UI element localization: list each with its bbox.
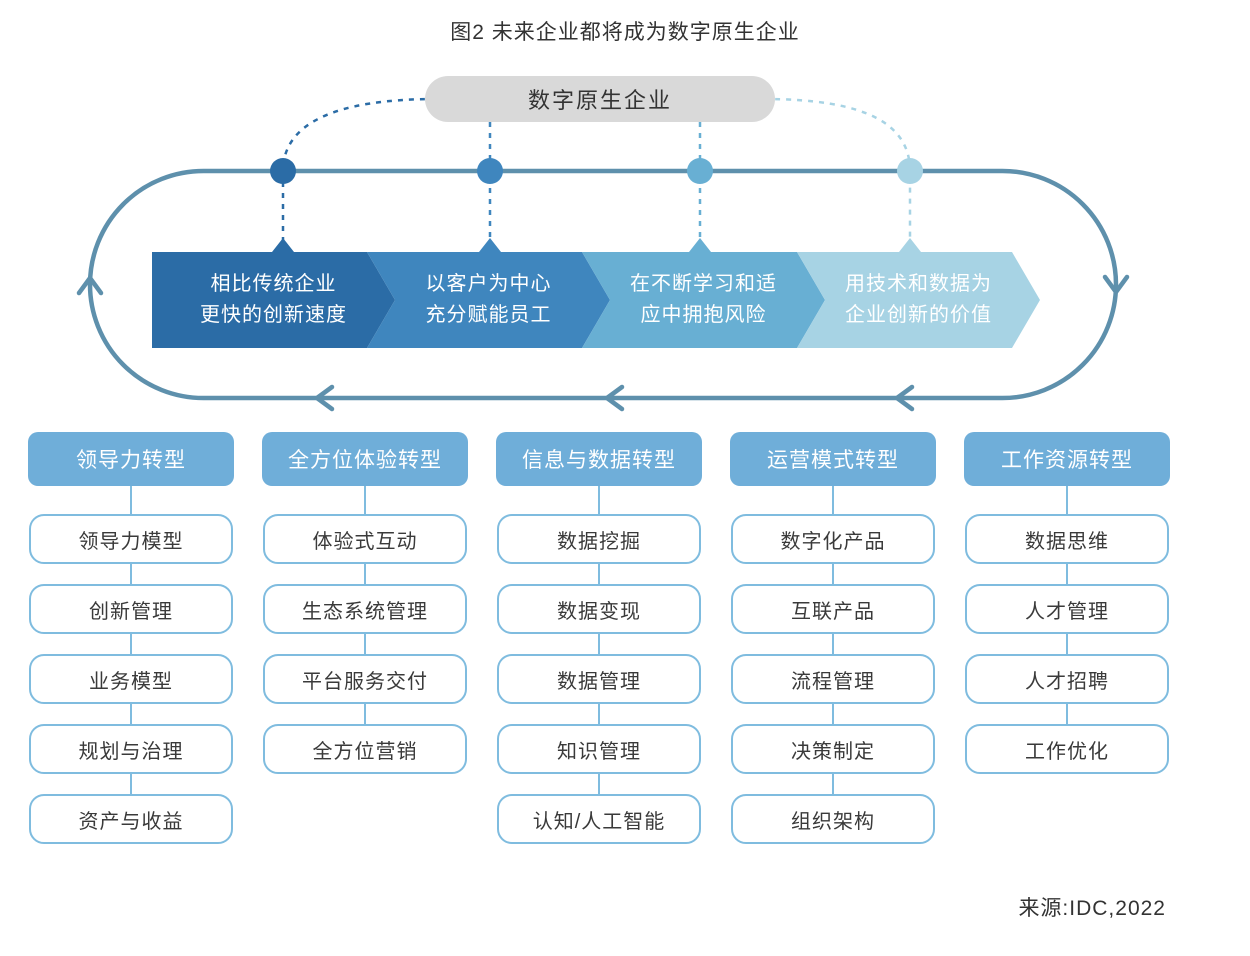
connector-line	[1066, 634, 1068, 654]
connector-line	[364, 564, 366, 584]
connector-line	[598, 486, 600, 514]
connector-line	[832, 704, 834, 724]
list-item: 决策制定	[731, 724, 935, 774]
stage-label: 相比传统企业 更快的创新速度	[152, 252, 395, 348]
column-operating-model-transformation: 运营模式转型 数字化产品 互联产品 流程管理 决策制定 组织架构	[730, 432, 936, 844]
source-note: 来源:IDC,2022	[1018, 897, 1166, 920]
list-item: 数据变现	[497, 584, 701, 634]
list-item: 数字化产品	[731, 514, 935, 564]
hub-pill-digital-native-enterprise: 数字原生企业	[425, 76, 775, 122]
connector-line	[598, 704, 600, 724]
connector-line	[1066, 704, 1068, 724]
stage-label-line1: 以客户为中心	[425, 273, 552, 295]
list-item: 人才招聘	[965, 654, 1169, 704]
stage-label: 用技术和数据为 企业创新的价值	[797, 252, 1040, 348]
column-header: 领导力转型	[28, 432, 234, 486]
list-item: 领导力模型	[29, 514, 233, 564]
column-header: 运营模式转型	[730, 432, 936, 486]
connector-line	[130, 704, 132, 724]
connector-line	[364, 704, 366, 724]
list-item: 资产与收益	[29, 794, 233, 844]
cycle-stage-customer-centric: 以客户为中心 充分赋能员工	[367, 238, 610, 348]
column-experience-transformation: 全方位体验转型 体验式互动 生态系统管理 平台服务交付 全方位营销	[262, 432, 468, 844]
cycle-stage-tech-data-value: 用技术和数据为 企业创新的价值	[797, 238, 1040, 348]
column-info-data-transformation: 信息与数据转型 数据挖掘 数据变现 数据管理 知识管理 认知/人工智能	[496, 432, 702, 844]
column-leadership-transformation: 领导力转型 领导力模型 创新管理 业务模型 规划与治理 资产与收益	[28, 432, 234, 844]
flow-arrow-up-icon	[76, 275, 104, 296]
stage-label-line1: 在不断学习和适	[630, 273, 777, 295]
list-item: 数据管理	[497, 654, 701, 704]
cycle-stage-embrace-risk: 在不断学习和适 应中拥抱风险	[582, 238, 825, 348]
list-item: 平台服务交付	[263, 654, 467, 704]
connector-line	[832, 634, 834, 654]
connector-line	[598, 564, 600, 584]
flow-arrow-left-icon	[314, 384, 335, 412]
list-item: 知识管理	[497, 724, 701, 774]
stage-label-line1: 相比传统企业	[210, 273, 337, 295]
stage-label-line1: 用技术和数据为	[845, 273, 992, 295]
connector-line	[364, 486, 366, 514]
list-item: 流程管理	[731, 654, 935, 704]
connector-line	[832, 564, 834, 584]
stage-label-line2: 应中拥抱风险	[640, 304, 767, 326]
connector-line	[832, 774, 834, 794]
list-item: 数据挖掘	[497, 514, 701, 564]
transformation-columns: 领导力转型 领导力模型 创新管理 业务模型 规划与治理 资产与收益 全方位体验转…	[28, 432, 1170, 844]
stage-dot	[687, 158, 713, 184]
hub-label: 数字原生企业	[527, 88, 672, 113]
list-item: 组织架构	[731, 794, 935, 844]
column-header: 工作资源转型	[964, 432, 1170, 486]
cycle-stage-innovation-speed: 相比传统企业 更快的创新速度	[152, 238, 395, 348]
stage-label-line2: 更快的创新速度	[200, 304, 347, 326]
list-item: 体验式互动	[263, 514, 467, 564]
stage-label: 以客户为中心 充分赋能员工	[367, 252, 610, 348]
list-item: 生态系统管理	[263, 584, 467, 634]
list-item: 工作优化	[965, 724, 1169, 774]
column-header: 全方位体验转型	[262, 432, 468, 486]
stage-dot	[270, 158, 296, 184]
connector-line	[130, 634, 132, 654]
flow-arrow-down-icon	[1102, 274, 1130, 295]
column-header: 信息与数据转型	[496, 432, 702, 486]
flow-arrow-left-icon	[894, 384, 915, 412]
stage-label: 在不断学习和适 应中拥抱风险	[582, 252, 825, 348]
list-item: 互联产品	[731, 584, 935, 634]
connector-line	[1066, 486, 1068, 514]
connector-line	[1066, 564, 1068, 584]
figure-title: 图2 未来企业都将成为数字原生企业	[450, 21, 800, 44]
connector-line	[130, 486, 132, 514]
stage-label-line2: 充分赋能员工	[425, 304, 552, 326]
connector-line	[832, 486, 834, 514]
connector-line	[130, 564, 132, 584]
stage-dot	[477, 158, 503, 184]
stage-dot	[897, 158, 923, 184]
list-item: 全方位营销	[263, 724, 467, 774]
list-item: 认知/人工智能	[497, 794, 701, 844]
list-item: 业务模型	[29, 654, 233, 704]
list-item: 数据思维	[965, 514, 1169, 564]
list-item: 创新管理	[29, 584, 233, 634]
connector-line	[598, 634, 600, 654]
hub-connector-dashed-line	[763, 97, 912, 246]
flow-arrow-left-icon	[604, 384, 625, 412]
cycle-loop	[87, 168, 1119, 401]
stage-label-line2: 企业创新的价值	[845, 304, 992, 326]
column-work-resource-transformation: 工作资源转型 数据思维 人才管理 人才招聘 工作优化	[964, 432, 1170, 844]
connector-line	[598, 774, 600, 794]
connector-line	[364, 634, 366, 654]
list-item: 人才管理	[965, 584, 1169, 634]
connector-line	[130, 774, 132, 794]
list-item: 规划与治理	[29, 724, 233, 774]
